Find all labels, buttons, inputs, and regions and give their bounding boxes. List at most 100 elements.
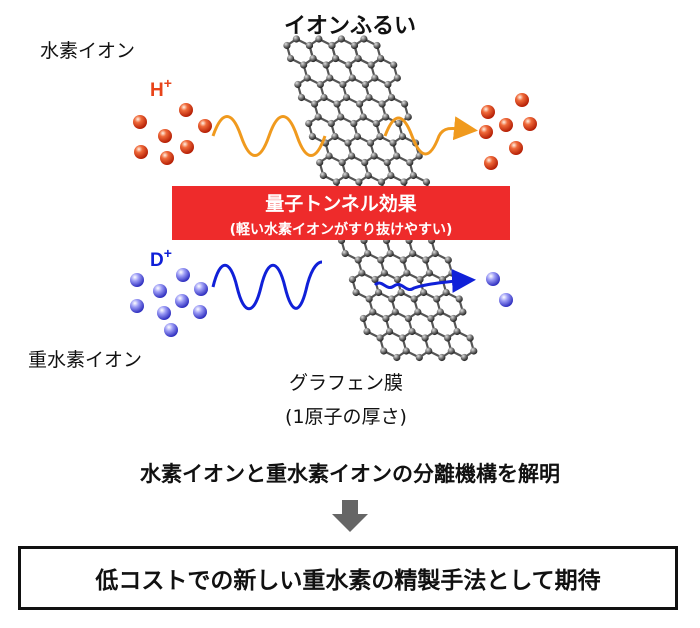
deuterium-ion [153,284,167,298]
carbon-atom [404,314,412,323]
hydrogen-ion [179,103,193,117]
carbon-atom [354,54,362,63]
carbon-atom [427,314,435,323]
carbon-atom [397,288,405,297]
carbon-atom [377,178,386,186]
deuterium-ion [499,293,513,307]
carbon-atom [314,113,322,121]
carbon-atom [389,139,397,147]
carbon-atom [415,353,423,362]
carbon-atom [449,314,458,323]
carbon-atom [372,119,380,128]
carbon-atom [353,132,362,141]
carbon-atom [410,295,418,303]
carbon-atom [363,327,371,336]
deuterium-ion [194,282,208,296]
carbon-atom [383,158,391,167]
carbon-atom [386,249,394,258]
membrane-thickness-note: (1原子の厚さ) [285,406,407,428]
carbon-atom [380,347,388,355]
carbon-atom [308,132,317,141]
carbon-atom [377,256,385,264]
carbon-atom [402,347,410,355]
carbon-atom [403,269,411,277]
carbon-atom [393,275,402,284]
carbon-atom [436,308,444,316]
carbon-atom [305,119,313,128]
carbon-atom [433,295,441,303]
carbon-atom [350,41,359,50]
carbon-atom [390,61,398,69]
diagram-title: イオンふるい [283,14,416,39]
carbon-atom [393,152,401,160]
hydrogen-ion-label: 水素イオン [40,40,136,62]
carbon-atom [361,158,369,167]
carbon-atom [286,54,295,63]
conclusion-box: 低コストでの新しい重水素の精製手法として期待 [18,546,678,610]
deuterium-ions-right [486,272,513,307]
hydrogen-ions-left [133,103,212,165]
carbon-atom [341,249,349,258]
carbon-atom [315,35,323,43]
hydrogen-ion [523,117,537,131]
deuterium-ion-label: 重水素イオン [28,349,143,371]
hydrogen-ion [134,145,148,159]
carbon-atom [447,347,455,355]
carbon-atom [470,347,478,355]
carbon-atom [352,288,360,297]
conclusion-text: 低コストでの新しい重水素の精製手法として期待 [95,568,601,594]
carbon-atom [374,288,383,297]
carbon-atom [360,35,368,43]
carbon-atom [416,275,424,284]
hydrogen-ion [515,93,529,107]
carbon-atom [297,93,306,102]
hydrogen-ion [509,141,523,155]
carbon-atom [371,275,379,284]
carbon-atom [453,327,461,336]
carbon-atom [344,139,352,147]
carbon-atom [378,100,386,108]
carbon-atom [414,308,422,316]
carbon-atom [444,334,452,342]
carbon-atom [337,35,345,43]
deuterium-ion [486,272,500,286]
carbon-atom [430,327,439,336]
carbon-atom [459,308,467,316]
d-plus-label: D+ [150,245,172,271]
carbon-atom [371,74,379,82]
carbon-atom [442,288,450,297]
carbon-atom [401,100,409,108]
carbon-atom [359,113,367,121]
deuterium-ion [130,299,144,313]
carbon-atom [421,334,429,342]
carbon-atom [305,41,314,50]
carbon-atom [348,152,356,160]
carbon-atom [365,93,373,102]
deuterium-ions-left [130,268,208,337]
carbon-atom [337,113,345,121]
summary-text: 水素イオンと重水素イオンの分離機構を解明 [140,462,560,486]
carbon-atom [399,256,407,264]
carbon-atom [309,54,317,63]
deuterium-ion [176,268,190,282]
carbon-atom [331,132,339,141]
h-plus-label: H+ [150,75,172,101]
carbon-atom [342,171,350,180]
carbon-atom [322,61,330,69]
carbon-atom [359,314,367,323]
carbon-atom [331,54,340,63]
carbon-atom [366,139,375,147]
carbon-atom [393,353,401,362]
hydrogen-ion [499,118,513,132]
carbon-atom [438,353,446,362]
carbon-atom [283,41,291,50]
carbon-atom [355,100,364,108]
deuterium-ion [193,305,207,319]
carbon-atom [320,93,328,102]
carbon-atom [376,132,384,141]
hydrogen-ion [479,125,493,139]
carbon-atom [339,80,347,89]
carbon-atom [369,308,377,316]
carbon-atom [364,249,372,258]
